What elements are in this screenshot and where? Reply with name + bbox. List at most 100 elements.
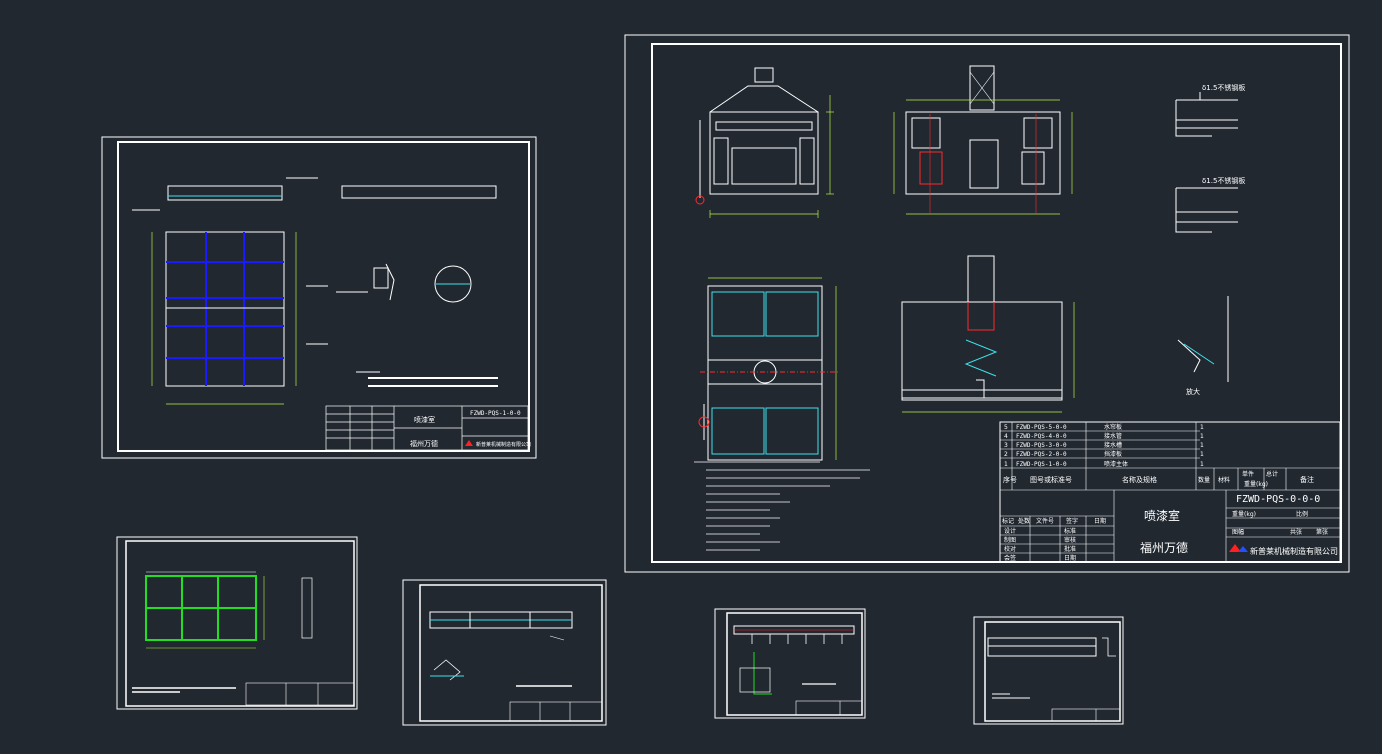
bom-row-4-seq: 4: [1004, 433, 1008, 440]
bom-header-total: 总计: [1266, 470, 1278, 478]
side-elevation-view: [893, 65, 1073, 215]
sheet-e-title-block: [1051, 708, 1121, 722]
signoff-date: 日期: [1094, 517, 1106, 525]
enlarged-detail-view: 放大: [1177, 296, 1229, 396]
bom-row-5-code: FZWD-PQS-5-0-0: [1016, 424, 1067, 431]
sheet-a-logo: [465, 440, 473, 446]
sheet-b-outer-border: [116, 536, 358, 710]
main-drawing-number: FZWD-PQS-0-0-0: [1236, 494, 1320, 505]
front-pillar-right: [799, 137, 815, 185]
bom-row-5-seq: 5: [1004, 424, 1008, 431]
hood-roof: [709, 85, 819, 113]
bom-row-2-name: 挡漆板: [1104, 450, 1122, 458]
drawing-sheet-d[interactable]: [714, 608, 866, 719]
bom-header-weight: 重量(kg): [1244, 480, 1268, 488]
sheet-a-grid-panel: [151, 231, 328, 405]
bom-header-unit: 单件: [1242, 470, 1254, 478]
front-elevation-view: [695, 67, 834, 218]
bom-header-seq: 序号: [1003, 475, 1017, 484]
main-title-text: FZWD-PQS-5-0-0 水帘板 5 1 FZWD-PQS-4-0-0 接水…: [1002, 423, 1338, 562]
meta-sheet-no: 第张: [1316, 528, 1328, 536]
booth-body: [709, 111, 819, 195]
company-logo-blue: [1238, 546, 1248, 552]
side-filter-right: [1021, 151, 1045, 185]
sheet-e-plate: [987, 637, 1097, 657]
front-opening: [731, 147, 797, 185]
bracket-note-lower: δ1.5不锈钢板: [1202, 176, 1245, 185]
signoff-draw: 制图: [1004, 536, 1016, 544]
bom-row-4-qty: 1: [1200, 433, 1204, 440]
signoff-review: 审核: [1064, 536, 1076, 544]
side-panel-a: [911, 117, 941, 149]
sheet-b-title-block: [245, 682, 355, 706]
sheet-a-customer: 福州万德: [410, 439, 438, 448]
sheet-a-top-view: [132, 177, 497, 211]
bom-header-code: 图号或标准号: [1030, 475, 1072, 484]
bom-header-qty: 数量: [1198, 476, 1210, 484]
bom-row-1-seq: 1: [1004, 461, 1008, 468]
drawing-sheet-b[interactable]: [116, 536, 358, 710]
sheet-c-title-block: [509, 701, 603, 722]
drawing-sheet-c[interactable]: [402, 579, 607, 726]
sheet-d-inner-border: [726, 612, 863, 716]
bom-row-3-seq: 3: [1004, 442, 1008, 449]
sheet-a-company: 新普莱机械制造有限公司: [476, 441, 531, 448]
bom-row-2-seq: 2: [1004, 451, 1008, 458]
bracket-note-upper: δ1.5不锈钢板: [1202, 83, 1245, 92]
bom-row-2-qty: 1: [1200, 451, 1204, 458]
signoff-doc: 文件号: [1036, 517, 1054, 525]
bom-row-2-code: FZWD-PQS-2-0-0: [1016, 451, 1067, 458]
bom-header-remark: 备注: [1300, 475, 1314, 484]
signoff-count: 处数: [1018, 517, 1030, 525]
detail-label: 放大: [1186, 387, 1200, 396]
signoff-countersign: 会签: [1004, 554, 1016, 562]
meta-weight: 重量(kg): [1232, 510, 1256, 518]
plan-view: [698, 277, 840, 461]
bom-row-3-qty: 1: [1200, 442, 1204, 449]
bracket-detail-lower: δ1.5不锈钢板: [1175, 176, 1245, 233]
main-sheet-outer-border: [624, 34, 1350, 573]
meta-total-sheets: 共张: [1290, 528, 1302, 536]
bom-row-1-qty: 1: [1200, 461, 1204, 468]
exhaust-stack: [754, 67, 774, 83]
bom-header-name: 名称及规格: [1122, 475, 1157, 484]
drawing-sheet-a[interactable]: [101, 136, 537, 459]
main-sheet-inner-border: [651, 43, 1342, 563]
pump-symbol: [695, 195, 705, 205]
side-exhaust-stack: [969, 65, 995, 111]
sheet-d-outer-border: [714, 608, 866, 719]
sheet-a-notes: [356, 371, 498, 387]
bom-row-4-code: FZWD-PQS-4-0-0: [1016, 433, 1067, 440]
sheet-a-details: [336, 263, 472, 303]
section-view: [901, 255, 1075, 413]
signoff-design: 设计: [1004, 527, 1016, 535]
bom-row-3-name: 接水槽: [1104, 441, 1122, 449]
drawing-sheet-e[interactable]: [973, 616, 1124, 725]
sheet-e-outer-border: [973, 616, 1124, 725]
sheet-d-title-block: [795, 700, 863, 716]
bom-header-material: 材料: [1218, 476, 1230, 484]
main-company-name: 新普莱机械制造有限公司: [1250, 546, 1338, 556]
sheet-a-outer-border: [101, 136, 537, 459]
signoff-standard: 标准: [1064, 527, 1076, 535]
sheet-a-name: 喷漆室: [414, 415, 435, 424]
bracket-detail-upper: δ1.5不锈钢板: [1175, 83, 1245, 137]
company-logo-red: [1229, 544, 1241, 552]
front-pillar-left: [713, 137, 729, 185]
sheet-c-outer-border: [402, 579, 607, 726]
bom-row-1-name: 喷漆主体: [1104, 460, 1128, 468]
bom-row-3-code: FZWD-PQS-3-0-0: [1016, 442, 1067, 449]
meta-size: 图幅: [1232, 528, 1244, 536]
side-body: [905, 111, 1061, 195]
main-drawing-sheet[interactable]: δ1.5不锈钢板 δ1.5不锈钢板: [624, 34, 1350, 573]
signoff-mark: 标记: [1002, 517, 1014, 525]
signoff-sign: 签字: [1066, 517, 1078, 525]
sheet-a-title-text: 喷漆室 福州万德 FZWD-PQS-1-0-0 新普莱机械制造有限公司: [410, 410, 531, 448]
sheet-a-drawing-number: FZWD-PQS-1-0-0: [470, 410, 521, 417]
main-drawing-name: 喷漆室: [1144, 508, 1180, 523]
sheet-a-title-block: [325, 405, 529, 451]
side-panel-b: [1023, 117, 1053, 149]
signoff-approve: 批准: [1064, 545, 1076, 553]
